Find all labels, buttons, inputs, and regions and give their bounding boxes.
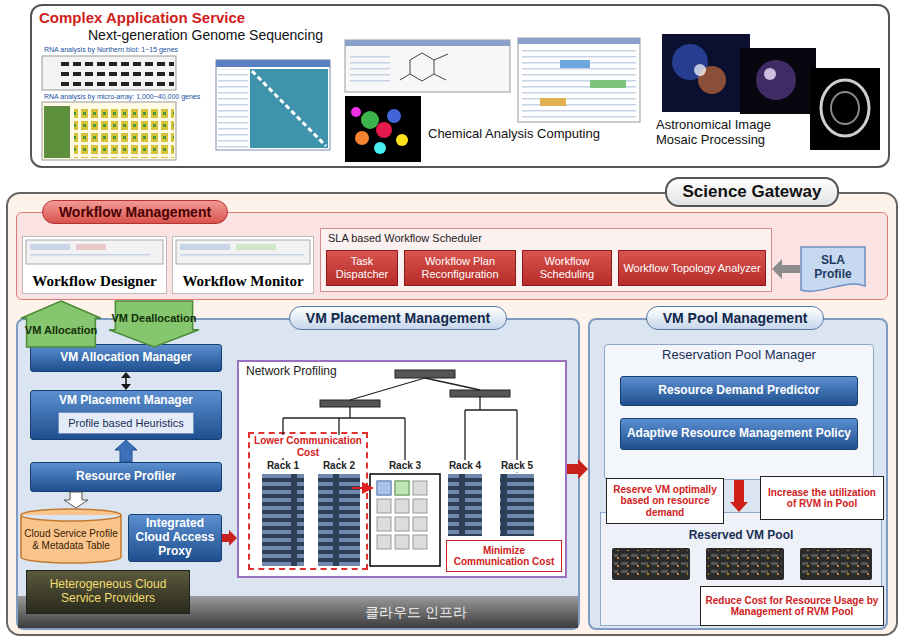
rack-label: Rack 4 xyxy=(444,460,486,472)
chemistry-figure xyxy=(345,38,640,162)
heading-text: Workflow Monitor xyxy=(173,273,313,290)
node-text: Reduce Cost for Resource Usage by Manage… xyxy=(705,595,879,618)
manager-box: Reservation Pool ManagerResource Demand … xyxy=(604,344,874,480)
node-text: Integrated Cloud Access Proxy xyxy=(132,517,218,558)
screenshot-thumbnails xyxy=(26,240,310,264)
heading-text: Complex Application Service xyxy=(39,9,245,26)
server-figures xyxy=(612,548,872,580)
process-box: Workflow Scheduling xyxy=(522,250,612,286)
shape-outline xyxy=(108,300,200,348)
database-cylinder: Cloud Service Profile & Metadata Table xyxy=(20,508,122,564)
process-box: Workflow Plan Reconfiguration xyxy=(404,250,516,286)
rack-label: Rack 1 xyxy=(262,460,304,472)
node-text: VM Deallocation xyxy=(112,312,197,325)
node-text: 클라우드 인프라 xyxy=(365,604,467,620)
block-arrow: VM Deallocation xyxy=(108,300,200,348)
process-box: Workflow Topology Analyzer xyxy=(618,250,766,286)
heading-text: Workflow Management xyxy=(42,200,228,224)
callout-box: Minimize Communication Cost xyxy=(446,540,562,572)
node-text: VM Allocation Manager xyxy=(60,351,192,365)
node-text: Profile based Heuristics xyxy=(68,417,184,430)
process-box: VM Allocation Manager xyxy=(30,344,222,372)
node-text: Workflow Plan Reconfiguration xyxy=(409,255,511,280)
dashed-region: Lower Communication Cost xyxy=(248,432,368,570)
provider-box: Heterogeneous Cloud Service Providers xyxy=(26,570,190,614)
node-text: Increase the utilization of RVM in Pool xyxy=(765,487,879,510)
figure-caption: Next-generation Genome Sequencing xyxy=(88,27,348,43)
node-text: Workflow Scheduling xyxy=(527,255,607,280)
heading-text: VM Placement Management xyxy=(289,306,507,330)
node-text: Workflow Topology Analyzer xyxy=(623,262,760,275)
heading-text: Science Gateway xyxy=(665,177,840,207)
node-text: Task Dispatcher xyxy=(331,255,393,280)
figure-note: RNA analysis by micro-array: 1,000~40,00… xyxy=(44,93,200,101)
figure-caption: Chemical Analysis Computing xyxy=(428,127,640,142)
rack-label: Rack 5 xyxy=(496,460,538,472)
heading-text: Lower Communication Cost xyxy=(252,435,364,458)
rack-figures xyxy=(262,474,534,566)
node-text: Heterogeneous Cloud Service Providers xyxy=(31,578,185,606)
pool-panel: VM Pool ManagementReservation Pool Manag… xyxy=(588,318,888,630)
genome-figure xyxy=(42,56,330,160)
gateway-frame: Science GatewayWorkflow ManagementWorkfl… xyxy=(6,192,898,636)
process-box: Task Dispatcher xyxy=(326,250,398,286)
heading-text: Network Profiling xyxy=(246,365,337,379)
block-arrow: VM Allocation xyxy=(20,300,102,348)
callout-box: Increase the utilization of RVM in Pool xyxy=(760,476,884,520)
process-box: Integrated Cloud Access Proxy xyxy=(128,514,222,562)
process-box: Resource Demand Predictor xyxy=(620,376,858,406)
rack-label: Rack 2 xyxy=(318,460,360,472)
document-shape: SLA Profile xyxy=(800,246,866,296)
shape-path xyxy=(21,509,121,563)
process-box: VM Placement ManagerProfile based Heuris… xyxy=(30,390,222,440)
heading-text: Workflow Designer xyxy=(23,273,166,290)
heading-text: VM Pool Management xyxy=(646,306,825,330)
process-box: Resource Profiler xyxy=(30,462,222,492)
workflow-band: Workflow ManagementWorkflow DesignerWork… xyxy=(16,212,888,300)
figure-caption: Astronomical Image Mosaic Processing xyxy=(656,118,806,148)
callout-box: Reduce Cost for Resource Usage by Manage… xyxy=(700,586,884,626)
screenshot-panel: Workflow Monitor xyxy=(172,236,314,294)
node-text: SLA Profile xyxy=(802,254,864,282)
network-tree xyxy=(283,370,517,472)
placement-panel: VM Placement ManagementVM Allocation Man… xyxy=(16,318,580,630)
node-text: Resource Demand Predictor xyxy=(658,384,819,398)
scheduler-box: SLA based Workflow SchedulerTask Dispatc… xyxy=(320,228,772,292)
node-text: Minimize Communication Cost xyxy=(451,545,557,568)
heading-text: Reserved VM Pool xyxy=(689,529,794,543)
rack-label: Rack 3 xyxy=(384,460,426,472)
shape-path xyxy=(801,247,865,291)
node-text: Adaptive Resource Management Policy xyxy=(627,427,851,441)
process-box: Adaptive Resource Management Policy xyxy=(620,418,858,450)
heading-text: Reservation Pool Manager xyxy=(662,348,816,363)
node-text: Reserve VM optimally based on resource d… xyxy=(611,484,719,519)
heading-text: VM Placement Manager xyxy=(59,394,193,408)
inner-box: Profile based Heuristics xyxy=(58,412,194,434)
figure-note: RNA analysis by Northern blot: 1~15 gene… xyxy=(44,46,178,54)
node-text: VM Allocation xyxy=(25,324,97,337)
node-text: Cloud Service Profile & Metadata Table xyxy=(23,528,119,551)
callout-box: Reserve VM optimally based on resource d… xyxy=(606,478,724,524)
heading-text: SLA based Workflow Scheduler xyxy=(328,232,482,245)
node-text: Resource Profiler xyxy=(76,470,176,484)
shape-path xyxy=(21,301,101,347)
screenshot-panel: Workflow Designer xyxy=(22,236,167,294)
